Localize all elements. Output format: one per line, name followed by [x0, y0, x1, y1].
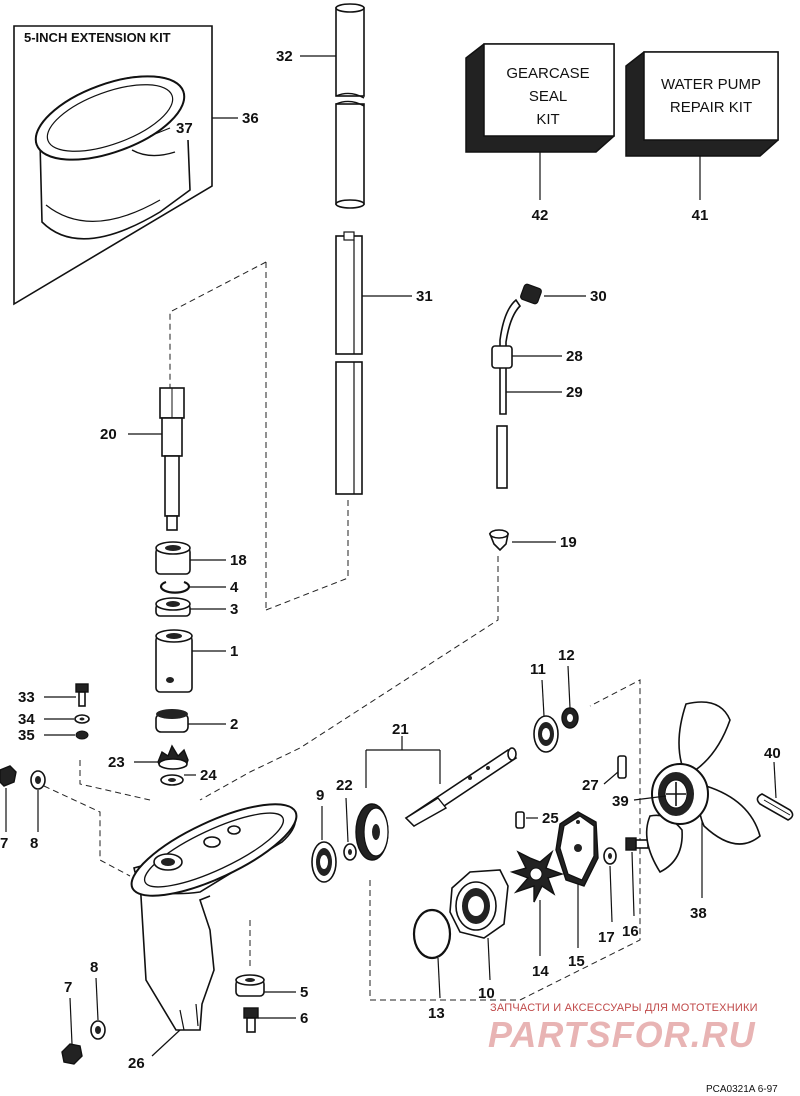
label-24: 24	[200, 767, 217, 784]
label-20: 20	[100, 426, 117, 443]
extension-spacer-part	[34, 75, 191, 240]
part-8-washer-lower: 8	[90, 959, 106, 1040]
watermark-tagline: ЗАПЧАСТИ И АКСЕССУАРЫ ДЛЯ МОТОТЕХНИКИ	[490, 1002, 758, 1014]
part-22-washer: 22	[336, 777, 357, 861]
label-7-lower: 7	[64, 979, 72, 996]
part-17-washer: 17	[598, 847, 617, 946]
part-38-propeller: 38 39	[612, 701, 761, 922]
part-15-pump-plate: 15	[555, 811, 599, 970]
part-24-nut: 24	[160, 767, 217, 786]
part-19-grommet: 19	[488, 529, 577, 552]
part-21-forward-gear	[355, 803, 389, 861]
label-21: 21	[392, 721, 409, 738]
gearcase-kit-line3: KIT	[536, 111, 559, 128]
part-35-lockwasher: 35	[18, 727, 89, 744]
label-1: 1	[230, 643, 238, 660]
water-pump-kit-line1: WATER PUMP	[661, 76, 761, 93]
part-3-washer: 3	[155, 597, 238, 618]
part-7-nut-upper: 7	[0, 765, 17, 852]
label-17: 17	[598, 929, 615, 946]
part-6-screw: 6	[243, 1007, 308, 1033]
label-39: 39	[612, 793, 629, 810]
label-18: 18	[230, 552, 247, 569]
part-26-gear-housing: 26	[128, 803, 298, 1072]
part-7-nut-lower: 7	[61, 979, 83, 1065]
label-3: 3	[230, 601, 238, 618]
part-13-o-ring: 13	[412, 908, 452, 1022]
part-32-tube: 32	[276, 3, 365, 209]
label-32: 32	[276, 48, 293, 65]
label-41: 41	[692, 207, 709, 224]
label-5: 5	[300, 984, 308, 1001]
part-8-washer-upper: 8	[30, 770, 46, 852]
label-37: 37	[176, 120, 193, 137]
watermark-logo: PARTSFOR.RU	[488, 1014, 756, 1055]
label-4: 4	[230, 579, 239, 596]
gearcase-kit-line2: SEAL	[529, 88, 567, 105]
label-25: 25	[542, 810, 559, 827]
water-pump-kit-box: WATER PUMP REPAIR KIT 41	[625, 51, 779, 224]
label-11: 11	[530, 661, 546, 678]
part-4-retaining-ring: 4	[159, 579, 239, 596]
label-19: 19	[560, 534, 577, 551]
part-27-pin: 27	[582, 755, 627, 794]
label-13: 13	[428, 1005, 445, 1022]
gearcase-seal-kit-box: GEARCASE SEAL KIT 42	[465, 43, 615, 224]
label-33: 33	[18, 689, 35, 706]
part-23-pinion-gear: 23	[108, 744, 189, 771]
label-23: 23	[108, 754, 125, 771]
part-9-bearing: 9	[311, 787, 337, 883]
label-30: 30	[590, 288, 607, 305]
label-16: 16	[622, 923, 639, 940]
part-30-grommet: 30	[520, 283, 607, 305]
extension-kit-panel: 5-INCH EXTENSION KIT 37 36	[13, 25, 259, 306]
part-29-water-tube: 29	[496, 298, 583, 489]
label-12: 12	[558, 647, 575, 664]
label-36: 36	[242, 110, 259, 127]
part-31-square-shaft: 31	[335, 231, 433, 495]
label-31: 31	[416, 288, 433, 305]
label-22: 22	[336, 777, 353, 794]
label-26: 26	[128, 1055, 145, 1072]
part-33-screw: 33	[18, 683, 89, 707]
label-38: 38	[690, 905, 707, 922]
part-25-pin: 25	[515, 810, 559, 829]
extension-kit-title: 5-INCH EXTENSION KIT	[24, 30, 171, 45]
assembly-dashed-lines	[43, 261, 641, 1001]
label-29: 29	[566, 384, 583, 401]
label-40: 40	[764, 745, 781, 762]
label-14: 14	[532, 963, 549, 980]
label-8-lower: 8	[90, 959, 98, 976]
label-15: 15	[568, 953, 585, 970]
label-9: 9	[316, 787, 324, 804]
label-34: 34	[18, 711, 35, 728]
water-pump-kit-line2: REPAIR KIT	[670, 99, 752, 116]
label-42: 42	[532, 207, 549, 224]
label-27: 27	[582, 777, 599, 794]
part-1-housing-sleeve: 1	[155, 629, 238, 693]
part-28-sleeve: 28	[491, 345, 583, 369]
label-35: 35	[18, 727, 35, 744]
part-11-bearing: 11	[530, 661, 559, 753]
part-5-bushing: 5	[235, 974, 308, 1001]
label-2: 2	[230, 716, 238, 733]
label-6: 6	[300, 1010, 308, 1027]
label-8-upper: 8	[30, 835, 38, 852]
figure-code: PCA0321A 6-97	[706, 1084, 778, 1095]
part-16-screw: 16	[622, 837, 649, 940]
part-2-bearing: 2	[155, 709, 238, 733]
part-14-impeller: 14	[509, 849, 565, 980]
part-34-washer: 34	[18, 711, 90, 728]
part-21-propeller-shaft: 21	[365, 721, 518, 828]
part-18-bushing: 18	[155, 541, 247, 575]
part-20-driveshaft: 20	[100, 387, 185, 531]
part-40-cotter-pin: 40	[756, 745, 794, 821]
part-10-pump-housing: 10	[449, 869, 509, 1002]
part-12-seal: 12	[558, 647, 579, 729]
label-10: 10	[478, 985, 495, 1002]
label-28: 28	[566, 348, 583, 365]
label-7-upper: 7	[0, 835, 8, 852]
gearcase-kit-line1: GEARCASE	[506, 65, 589, 82]
